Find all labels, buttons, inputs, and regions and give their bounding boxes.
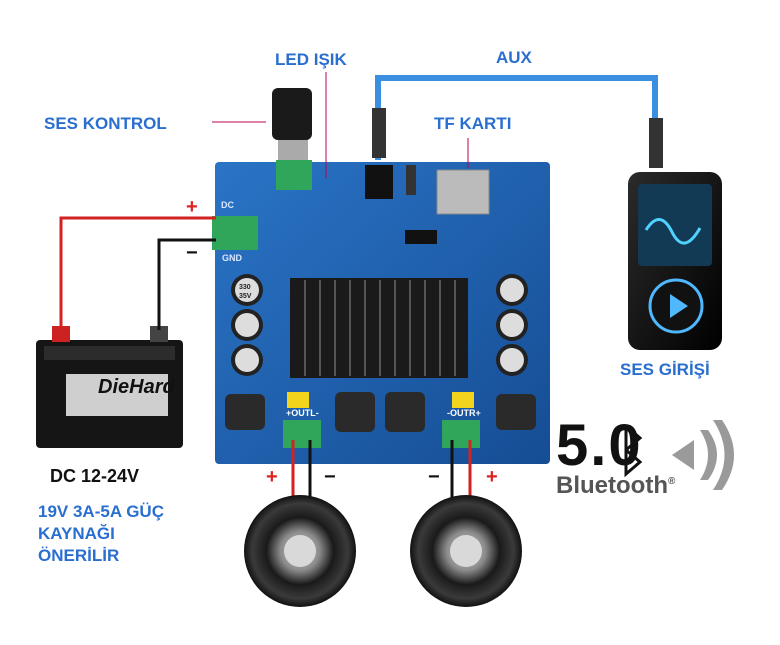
aux-label: AUX	[496, 48, 532, 67]
battery-brand: DieHard	[98, 376, 175, 398]
power-note-line1: 19V 3A-5A GÜÇ	[38, 502, 164, 521]
board-outr-label: -OUTR+	[447, 408, 481, 418]
aux-cable	[372, 75, 663, 168]
minus-sign-right: −	[428, 466, 440, 488]
capacitors-right	[496, 274, 528, 376]
wire-power-negative	[157, 238, 216, 330]
pin-header	[406, 165, 416, 195]
bluetooth-trademark: ®	[667, 476, 676, 487]
capacitors-left	[231, 274, 263, 376]
dc-label: DC 12-24V	[50, 466, 140, 486]
power-note-line3: ÖNERİLİR	[38, 546, 120, 565]
amplifier-board	[212, 88, 550, 464]
board-outl-label: +OUTL-	[286, 408, 319, 418]
cap-voltage-label: 35V	[239, 293, 252, 300]
cap-value-label: 330	[239, 284, 251, 291]
volume-knob	[272, 88, 312, 190]
plus-sign-power: +	[186, 196, 198, 218]
tf-slot	[436, 169, 490, 215]
speaker-left	[244, 495, 356, 607]
volume-label: SES KONTROL	[44, 114, 167, 133]
heatsink	[290, 278, 468, 378]
terminal-out-left	[283, 420, 321, 448]
power-note-line2: KAYNAĞI	[38, 524, 115, 543]
inductors	[225, 392, 536, 432]
bluetooth-wordmark: Bluetooth®	[556, 472, 675, 500]
board-dc-label: DC	[221, 200, 234, 210]
trimmer-right	[452, 392, 474, 408]
trimmer-left	[287, 392, 309, 408]
plus-sign-right: +	[486, 466, 498, 488]
input-label: SES GİRİŞİ	[620, 360, 710, 379]
speaker-right	[410, 495, 522, 607]
plus-sign-left: +	[266, 466, 278, 488]
media-player	[628, 172, 722, 350]
wire-power-positive	[59, 216, 216, 330]
minus-sign-left: −	[324, 466, 336, 488]
board-gnd-label: GND	[222, 253, 242, 263]
bluetooth-text: Bluetooth	[556, 472, 668, 499]
sound-wave-icon	[672, 420, 734, 490]
minus-sign-power: −	[186, 242, 198, 264]
bluetooth-version: 5.0	[556, 413, 643, 478]
terminal-out-right	[442, 420, 480, 448]
terminal-power	[212, 216, 258, 250]
battery	[36, 326, 183, 448]
bluetooth-chip	[405, 230, 437, 244]
led-label: LED IŞIK	[275, 50, 347, 69]
bluetooth-icon	[624, 424, 643, 478]
aux-jack	[365, 165, 393, 199]
tf-label: TF KARTI	[434, 114, 512, 133]
